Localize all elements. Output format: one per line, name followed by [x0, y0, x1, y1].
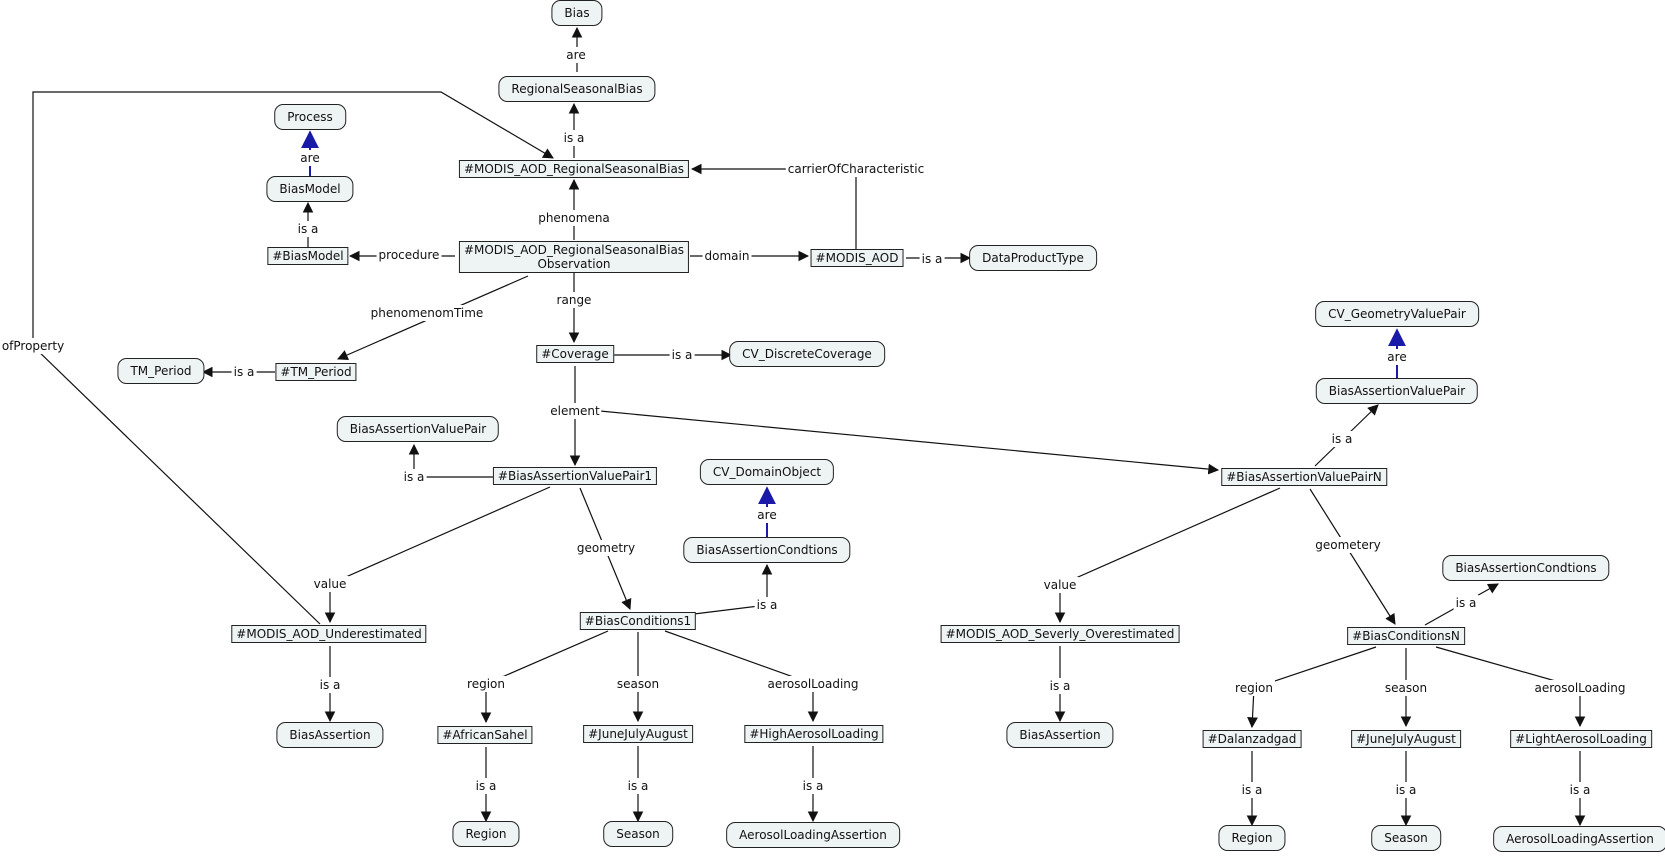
concept-aerosol-loading-assertion-1[interactable]: AerosolLoadingAssertion: [726, 822, 900, 848]
connector-line: [599, 410, 1220, 475]
link-label-geometry-1: geometry: [574, 540, 638, 556]
link-label-is-a-overestimated: is a: [1047, 678, 1073, 694]
link-label-domain: domain: [702, 248, 752, 264]
concept-bias-assertion-conditions-mid[interactable]: BiasAssertionCondtions: [683, 537, 851, 563]
link-label-region-1: region: [465, 676, 507, 692]
link-label-is-a-dalanzadgad: is a: [1239, 782, 1265, 798]
link-label-is-a-conditions-1: is a: [754, 597, 780, 613]
instance-modis-aod-regional-seasonal-bias[interactable]: #MODIS_AOD_RegionalSeasonalBias: [458, 160, 690, 178]
instance-african-sahel[interactable]: #AfricanSahel: [437, 726, 533, 744]
concept-cv-domain-object[interactable]: CV_DomainObject: [699, 459, 835, 485]
link-label-are-process: are: [298, 150, 322, 166]
instance-bias-model[interactable]: #BiasModel: [267, 247, 349, 265]
link-label-carrier-of-characteristic: carrierOfCharacteristic: [785, 161, 927, 177]
observation-line-1: #MODIS_AOD_RegionalSeasonalBias: [463, 243, 685, 257]
link-label-is-a-regional: is a: [561, 130, 587, 146]
concept-process[interactable]: Process: [274, 104, 346, 130]
instance-light-aerosol-loading[interactable]: #LightAerosolLoading: [1510, 730, 1652, 748]
link-label-season-1: season: [614, 676, 662, 692]
link-label-is-a-bias-model: is a: [295, 221, 321, 237]
instance-june-july-august-1[interactable]: #JuneJulyAugust: [583, 725, 693, 743]
concept-aerosol-loading-assertion-n[interactable]: AerosolLoadingAssertion: [1493, 826, 1665, 852]
instance-modis-aod-underestimated[interactable]: #MODIS_AOD_Underestimated: [231, 625, 427, 643]
link-label-phenomena: phenomena: [536, 210, 612, 226]
link-label-is-a-modis-aod: is a: [919, 251, 945, 267]
link-label-of-property: ofProperty: [0, 338, 67, 354]
observation-line-2: Observation: [537, 257, 611, 271]
concept-season-1[interactable]: Season: [603, 821, 673, 847]
connector-lines: [32, 26, 1586, 827]
link-label-is-a-underestimated: is a: [317, 677, 343, 693]
link-label-is-a-tm-period: is a: [231, 364, 257, 380]
link-label-is-a-light-aerosol: is a: [1567, 782, 1593, 798]
concept-season-n[interactable]: Season: [1371, 825, 1441, 851]
link-label-is-a-african-sahel: is a: [473, 778, 499, 794]
concept-cv-discrete-coverage[interactable]: CV_DiscreteCoverage: [729, 341, 885, 367]
instance-bias-conditions-n[interactable]: #BiasConditionsN: [1347, 627, 1465, 645]
link-label-geometry-n: geometery: [1313, 537, 1383, 553]
connector-line: [324, 486, 551, 624]
concept-bias-assertion-right[interactable]: BiasAssertion: [1006, 722, 1114, 748]
link-label-is-a-high-aerosol: is a: [800, 778, 826, 794]
link-label-is-a-jja-1: is a: [625, 778, 651, 794]
link-label-value-n: value: [1041, 577, 1079, 593]
link-label-is-a-conditions-n: is a: [1453, 595, 1479, 611]
link-label-element: element: [548, 403, 602, 419]
instance-bias-assertion-value-pair-1[interactable]: #BiasAssertionValuePair1: [492, 467, 658, 485]
instance-bias-assertion-value-pair-n[interactable]: #BiasAssertionValuePairN: [1221, 468, 1387, 486]
instance-modis-aod-severly-overestimated[interactable]: #MODIS_AOD_Severly_Overestimated: [940, 625, 1180, 643]
link-label-region-n: region: [1233, 680, 1275, 696]
instance-dalanzadgad[interactable]: #Dalanzadgad: [1202, 730, 1302, 748]
instance-high-aerosol-loading[interactable]: #HighAerosolLoading: [744, 725, 884, 743]
link-label-aerosol-loading-1: aerosolLoading: [765, 676, 861, 692]
link-label-aerosol-loading-n: aerosolLoading: [1532, 680, 1628, 696]
concept-cv-geometry-value-pair[interactable]: CV_GeometryValuePair: [1315, 301, 1479, 327]
connector-line: [690, 163, 857, 249]
link-label-is-a-valuepair-1: is a: [401, 469, 427, 485]
concept-bias[interactable]: Bias: [551, 0, 603, 26]
instance-tm-period[interactable]: #TM_Period: [275, 363, 357, 381]
concept-bias-assertion-conditions-right[interactable]: BiasAssertionCondtions: [1442, 555, 1610, 581]
link-label-are-geometry-value-pair: are: [1385, 349, 1409, 365]
concept-bias-assertion-left[interactable]: BiasAssertion: [276, 722, 384, 748]
instance-modis-aod[interactable]: #MODIS_AOD: [810, 249, 904, 267]
connector-line: [1309, 488, 1396, 625]
link-label-is-a-jja-n: is a: [1393, 782, 1419, 798]
link-label-value-1: value: [311, 576, 349, 592]
concept-regional-seasonal-bias[interactable]: RegionalSeasonalBias: [498, 76, 656, 102]
concept-region-n[interactable]: Region: [1218, 825, 1286, 851]
concept-tm-period[interactable]: TM_Period: [117, 358, 205, 384]
concept-bias-assertion-value-pair-right[interactable]: BiasAssertionValuePair: [1315, 378, 1479, 404]
link-label-season-n: season: [1382, 680, 1430, 696]
connector-line: [1054, 487, 1281, 624]
instance-bias-conditions-1[interactable]: #BiasConditions1: [579, 612, 697, 630]
concept-data-product-type[interactable]: DataProductType: [969, 245, 1097, 271]
link-label-is-a-valuepair-n: is a: [1329, 431, 1355, 447]
link-label-is-a-coverage: is a: [669, 347, 695, 363]
link-label-range: range: [554, 292, 594, 308]
concept-region-1[interactable]: Region: [452, 821, 520, 847]
link-label-procedure: procedure: [376, 247, 442, 263]
link-label-phenomenom-time: phenomenomTime: [368, 305, 486, 321]
concept-bias-assertion-value-pair-left[interactable]: BiasAssertionValuePair: [336, 416, 500, 442]
concept-bias-model[interactable]: BiasModel: [266, 176, 354, 202]
connector-line: [32, 91, 554, 625]
instance-june-july-august-n[interactable]: #JuneJulyAugust: [1351, 730, 1461, 748]
instance-coverage[interactable]: #Coverage: [536, 345, 614, 363]
link-label-are-domain-object: are: [755, 507, 779, 523]
link-label-are-bias: are: [564, 47, 588, 63]
